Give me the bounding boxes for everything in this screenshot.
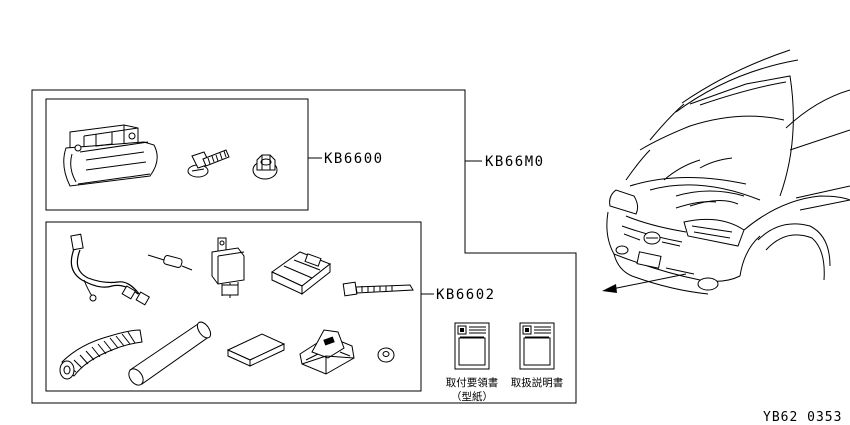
cable-tie-icon	[342, 281, 414, 297]
template-label: （型紙）	[451, 390, 493, 403]
harness-set-label: KB6602	[436, 287, 496, 303]
corrugated-tube-icon	[59, 329, 143, 380]
fog-lamp-icon	[63, 124, 158, 187]
owners-manual-label: 取扱説明書	[511, 376, 564, 389]
connector-icon	[271, 251, 331, 296]
clip-base-icon	[299, 329, 355, 375]
kit-outline	[31, 89, 577, 404]
foam-pad-icon	[226, 333, 286, 367]
wire-harness-icon	[70, 233, 151, 306]
document-icon	[454, 322, 490, 370]
document-icon	[519, 322, 555, 370]
protective-tube-icon	[128, 321, 212, 386]
inline-fuse-icon	[147, 254, 193, 271]
install-instructions-label: 取付要領書	[446, 376, 499, 389]
lamp-set-label: KB6600	[324, 151, 384, 167]
kit-label: KB66M0	[485, 154, 545, 170]
nut-icon	[252, 154, 278, 180]
vehicle-front-icon	[606, 49, 850, 295]
washer-icon	[377, 347, 395, 363]
harness-group-box	[45, 221, 422, 392]
relay-icon	[211, 237, 245, 298]
diagram-code: YB62 0353	[763, 410, 842, 425]
arrow-icon	[602, 273, 687, 293]
bolt-icon	[187, 149, 230, 178]
lamp-group-box	[45, 98, 309, 211]
